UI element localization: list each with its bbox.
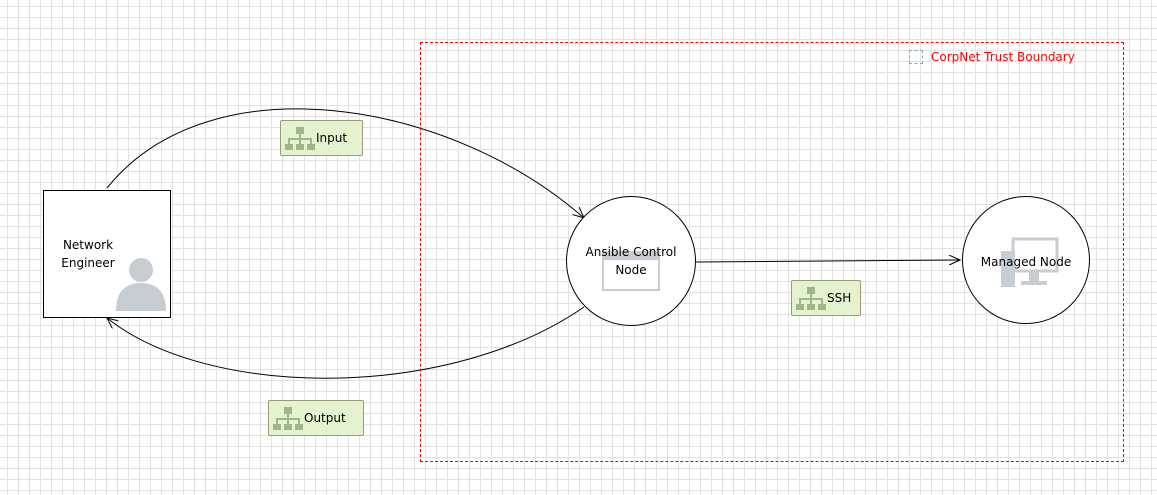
ansible-control-node-label: Ansible Control Node (585, 245, 677, 277)
flow-label-input[interactable]: Input (280, 120, 363, 156)
network-icon (796, 287, 826, 310)
external-entity-network-engineer[interactable]: Network Engineer (43, 190, 171, 318)
person-icon (116, 258, 166, 311)
monitor-icon (1001, 237, 1059, 287)
input-flow-line[interactable] (106, 108, 584, 218)
managed-node-label: Managed Node (980, 255, 1072, 269)
flow-label-ssh-text: SSH (827, 291, 852, 305)
trust-boundary[interactable] (420, 42, 1124, 462)
output-flow-line[interactable] (107, 306, 585, 379)
flow-label-ssh[interactable]: SSH (791, 280, 861, 316)
flow-label-output-text: Output (304, 411, 346, 425)
trust-boundary-icon (909, 50, 923, 64)
network-icon (273, 407, 303, 430)
ssh-flow-line[interactable] (695, 260, 960, 262)
network-icon (285, 127, 315, 150)
trust-boundary-label-group[interactable]: CorpNet Trust Boundary (909, 47, 1075, 67)
server-icon (602, 251, 660, 291)
trust-boundary-label: CorpNet Trust Boundary (931, 50, 1075, 64)
flow-label-input-text: Input (316, 131, 348, 145)
process-managed-node[interactable]: Managed Node (962, 196, 1090, 324)
flow-label-output[interactable]: Output (268, 400, 364, 436)
network-engineer-label: Network Engineer (61, 238, 115, 270)
process-ansible-control-node[interactable]: Ansible Control Node (566, 196, 696, 326)
